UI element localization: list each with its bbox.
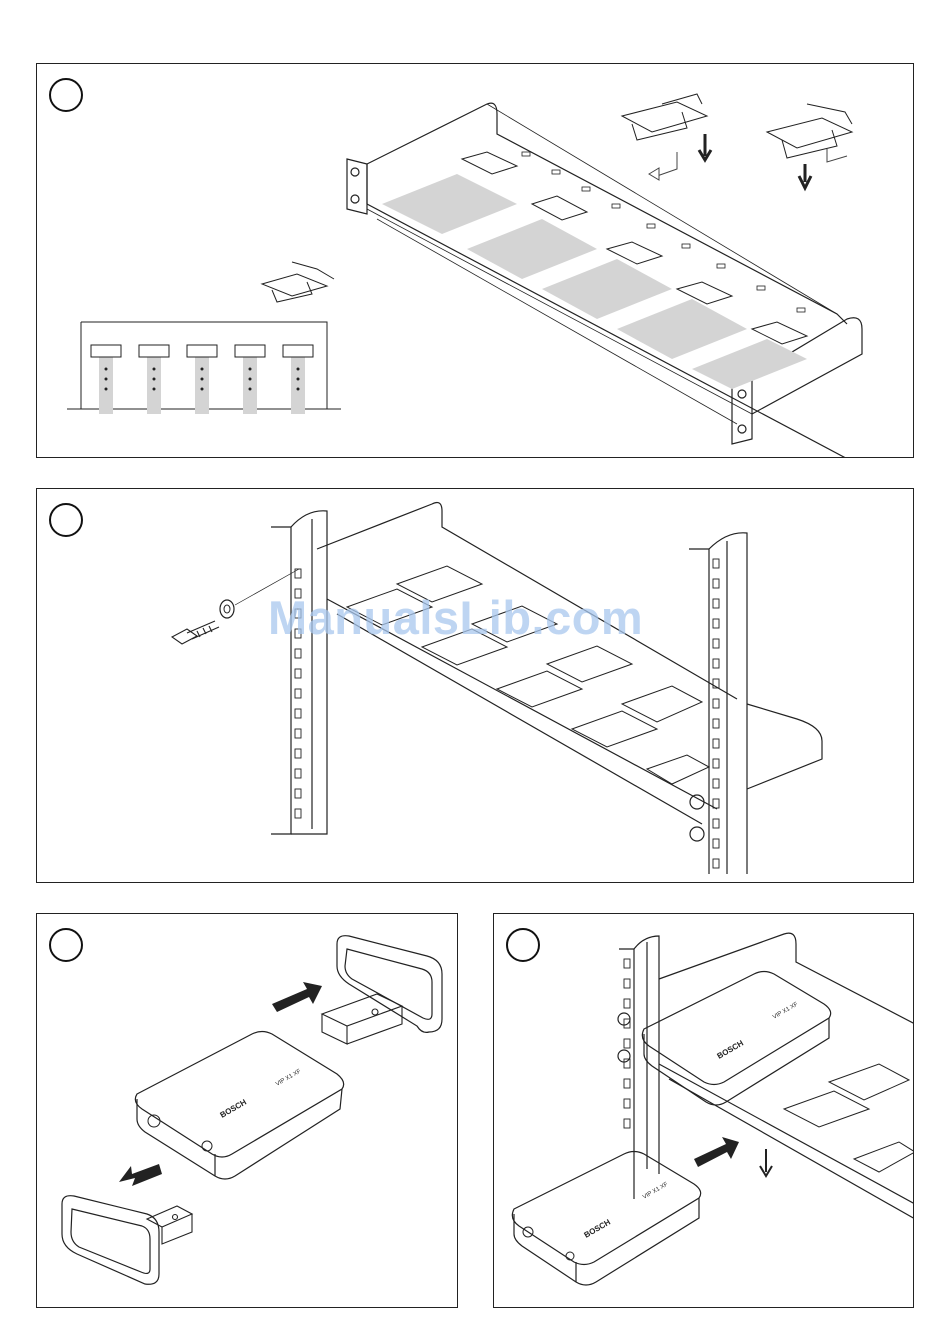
panel-2 bbox=[36, 488, 914, 883]
endcap-rail-top bbox=[322, 994, 402, 1044]
device-insertion-diagram: BOSCH VIP X1 XF BOSCH VIP X1 XF bbox=[494, 914, 914, 1308]
device-brand: BOSCH bbox=[219, 1097, 249, 1119]
rack-mount-diagram bbox=[37, 489, 914, 883]
loose-device-model: VIP X1 XF bbox=[642, 1181, 669, 1200]
device-model: VIP X1 XF bbox=[275, 1068, 302, 1087]
panel-3: BOSCH VIP X1 XF bbox=[36, 913, 458, 1308]
screw-icon bbox=[172, 621, 219, 644]
rack-holes-right bbox=[713, 559, 719, 868]
installed-device bbox=[642, 972, 830, 1106]
rack-tray-diagram bbox=[37, 64, 914, 458]
arrow-right-icon bbox=[272, 982, 322, 1012]
loose-device-brand: BOSCH bbox=[583, 1217, 613, 1239]
installed-device-model: VIP X1 XF bbox=[772, 1001, 799, 1020]
panel-1 bbox=[36, 63, 914, 458]
arrow-down-icon bbox=[760, 1149, 772, 1176]
endcap-top bbox=[337, 936, 442, 1033]
watermark-text: ManualsLib.com bbox=[268, 590, 643, 645]
endcap-bottom bbox=[62, 1196, 159, 1285]
endcap-removal-diagram: BOSCH VIP X1 XF bbox=[37, 914, 458, 1308]
arrow-left-icon bbox=[119, 1164, 162, 1186]
arrow-insert-icon bbox=[694, 1137, 739, 1167]
washer-icon bbox=[220, 600, 234, 618]
installed-device-brand: BOSCH bbox=[716, 1038, 746, 1060]
rack-holes bbox=[624, 959, 630, 1128]
panel-4: BOSCH VIP X1 XF BOSCH VIP X1 XF bbox=[493, 913, 914, 1308]
